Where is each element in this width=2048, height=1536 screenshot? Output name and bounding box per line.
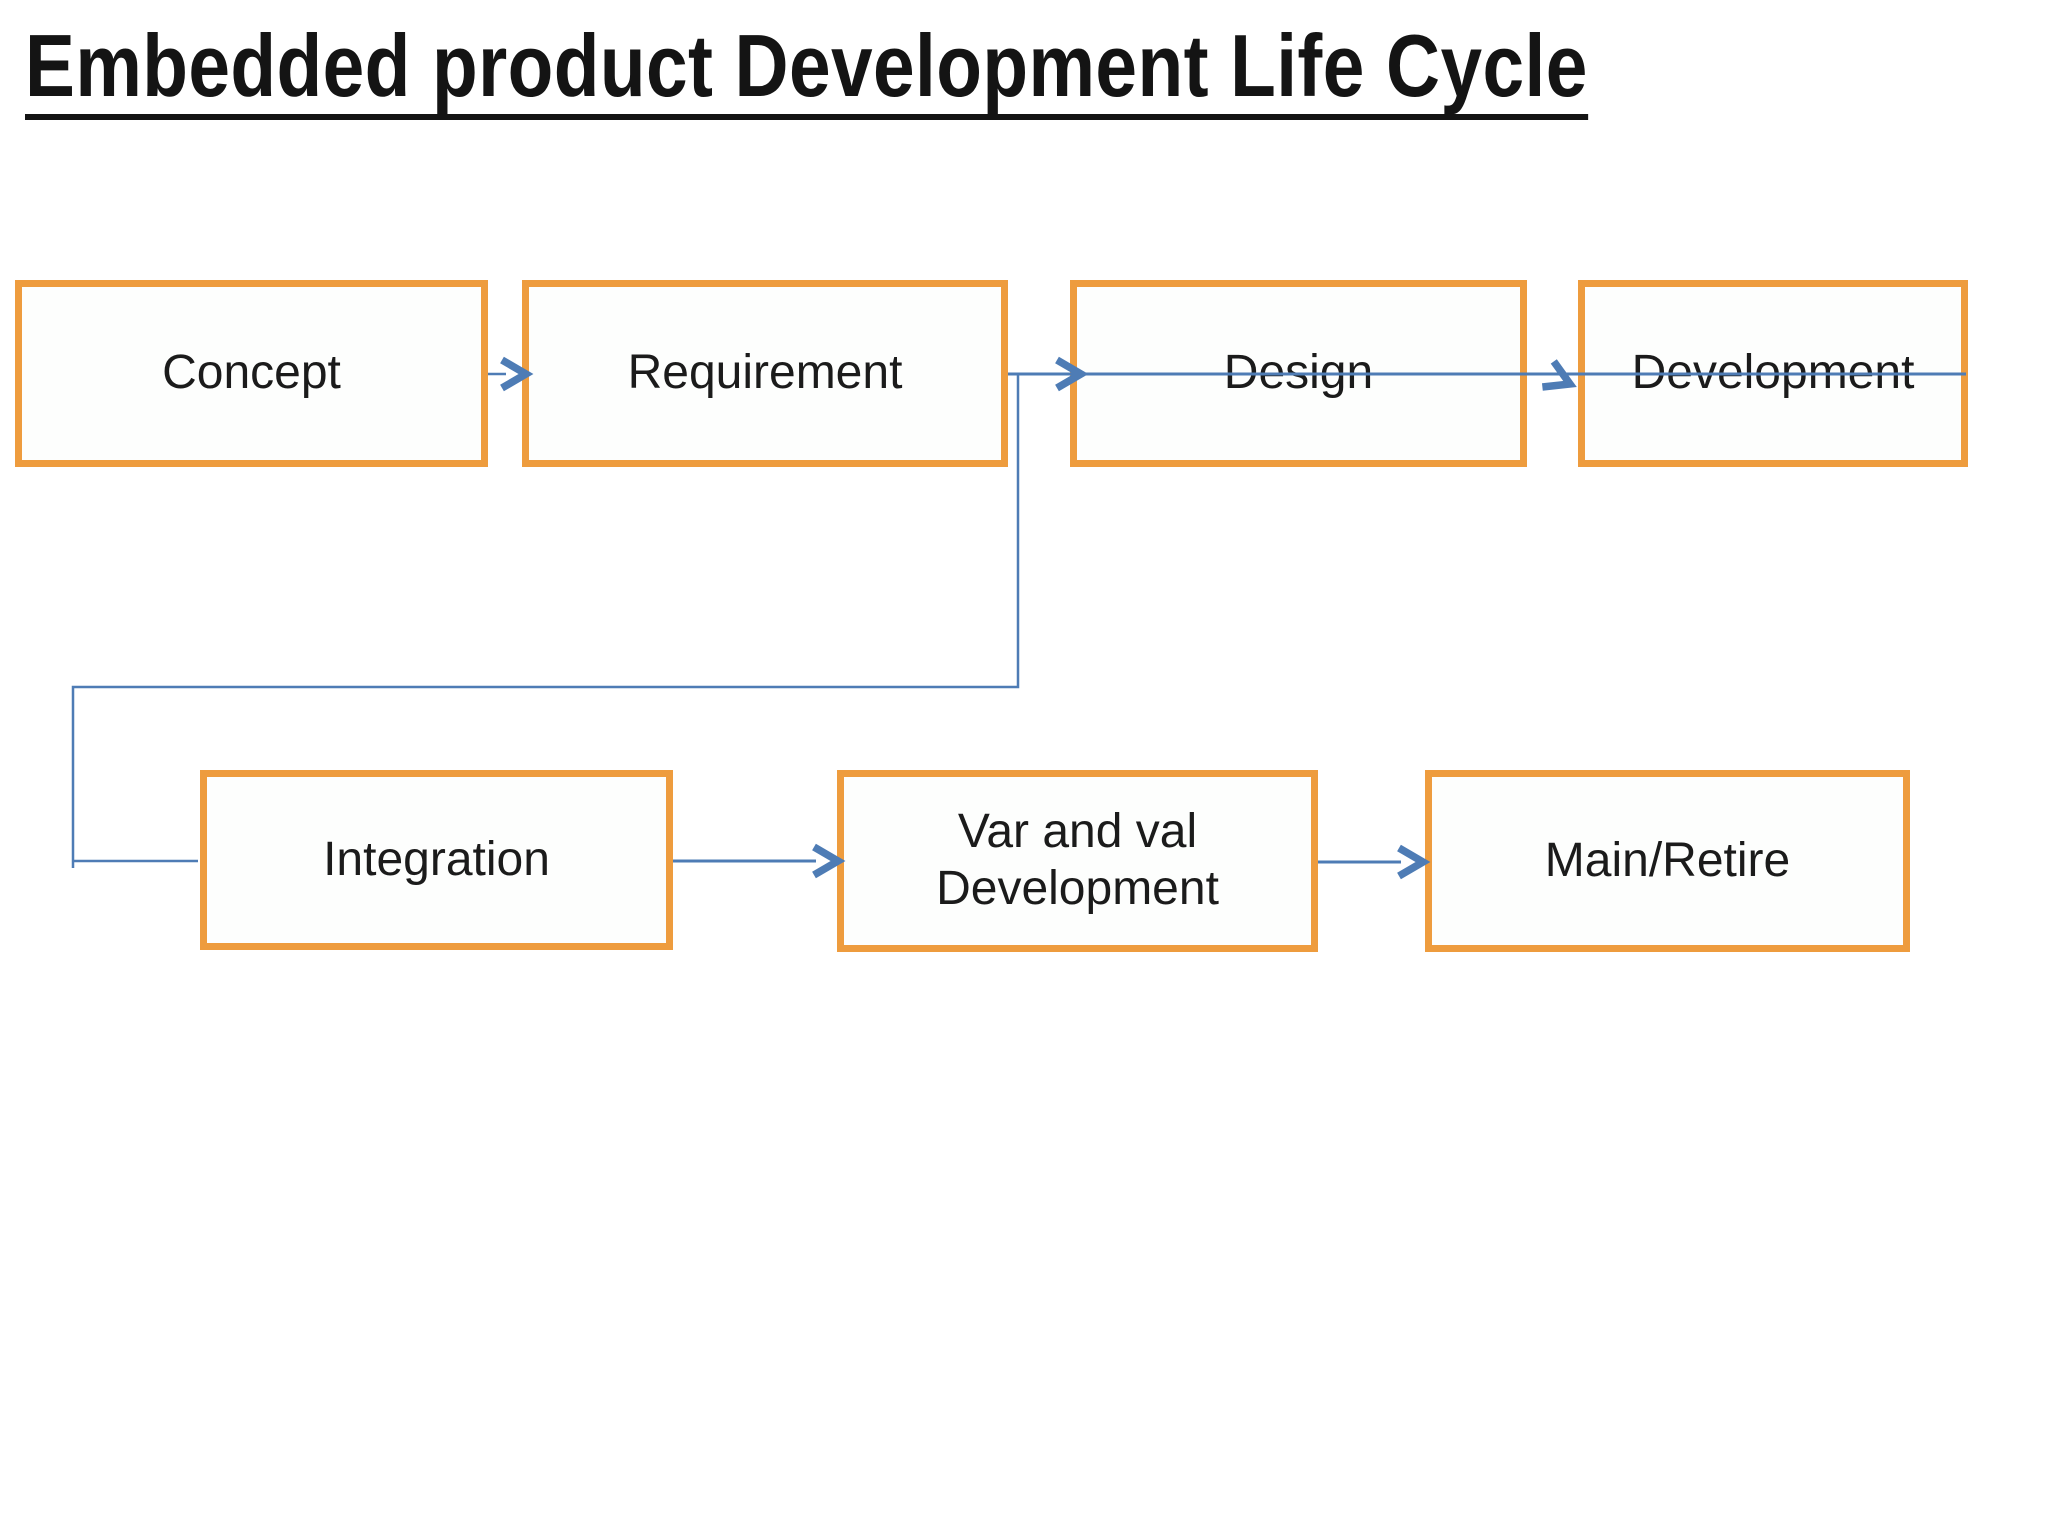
arrowhead-design-development xyxy=(1541,359,1577,391)
arrowhead-varandval-mainretire xyxy=(1397,844,1431,880)
node-design: Design xyxy=(1070,280,1527,467)
node-requirement: Requirement xyxy=(522,280,1008,467)
node-concept-label: Concept xyxy=(162,346,341,400)
node-var-and-val-development: Var and val Development xyxy=(837,770,1318,952)
node-main-retire: Main/Retire xyxy=(1425,770,1910,952)
page-title-text: Embedded product Development Life Cycle xyxy=(25,22,1588,120)
node-development: Development xyxy=(1578,280,1968,467)
node-main-retire-label: Main/Retire xyxy=(1544,833,1791,887)
node-design-label: Design xyxy=(1223,346,1374,400)
node-development-label: Development xyxy=(1631,346,1915,400)
arrowhead-integration-varandval xyxy=(812,843,846,879)
page-title: Embedded product Development Life Cycle xyxy=(25,22,1864,120)
node-integration: Integration xyxy=(200,770,673,950)
node-var-and-val-development-label: Var and val Development xyxy=(936,805,1219,915)
node-integration-label: Integration xyxy=(323,832,550,886)
node-requirement-label: Requirement xyxy=(627,346,903,400)
node-concept: Concept xyxy=(15,280,488,467)
